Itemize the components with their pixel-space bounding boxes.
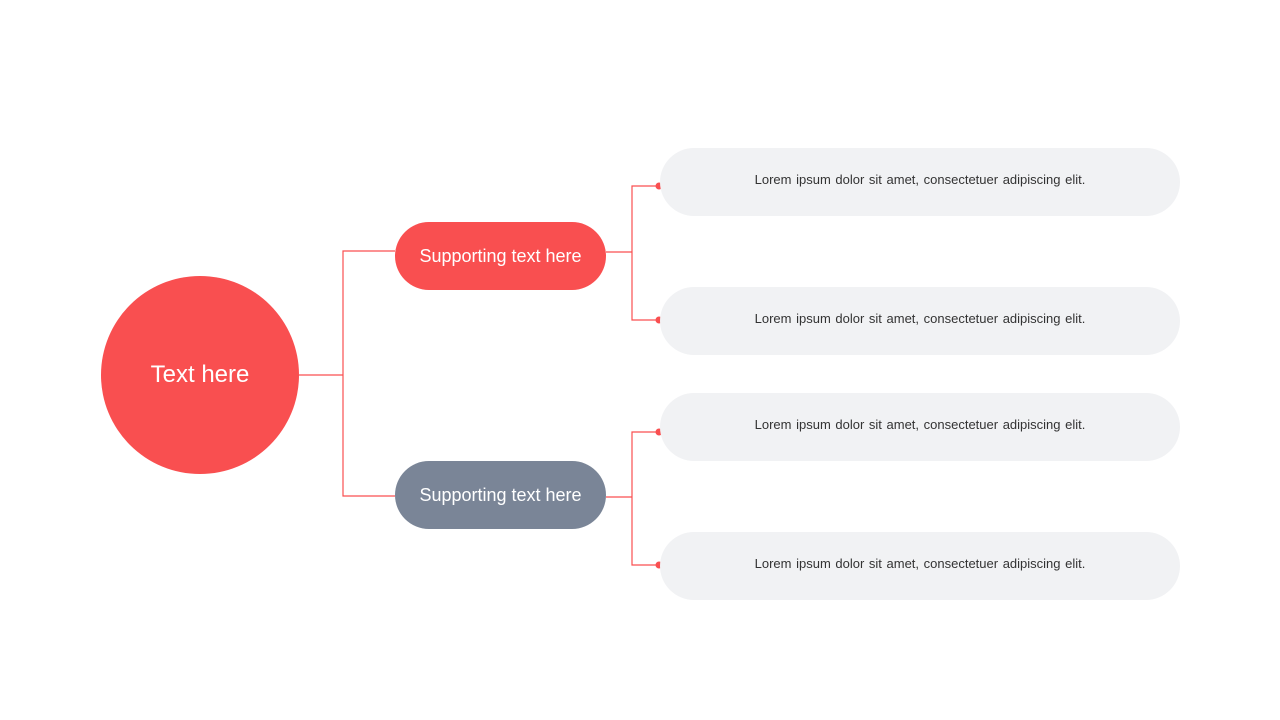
branch-node-label: Supporting text here xyxy=(419,245,582,266)
leaf-node-text: Lorem ipsum dolor sit amet, consectetuer… xyxy=(754,311,1086,326)
root-node: Text here xyxy=(101,276,299,474)
leaf-node-3: Lorem ipsum dolor sit amet, consectetuer… xyxy=(660,393,1180,461)
connector-branch-2-trunk xyxy=(631,431,659,566)
leaf-node-1: Lorem ipsum dolor sit amet, consectetuer… xyxy=(660,148,1180,216)
branch-node-2: Supporting text here xyxy=(395,461,606,529)
branch-node-label: Supporting text here xyxy=(419,484,582,505)
branch-node-1: Supporting text here xyxy=(395,222,606,290)
root-node-label: Text here xyxy=(150,361,250,388)
leaf-node-4: Lorem ipsum dolor sit amet, consectetuer… xyxy=(660,532,1180,600)
connector-trunk xyxy=(342,250,395,497)
leaf-node-text: Lorem ipsum dolor sit amet, consectetuer… xyxy=(754,172,1086,187)
leaf-node-text: Lorem ipsum dolor sit amet, consectetuer… xyxy=(754,417,1086,432)
leaf-node-text: Lorem ipsum dolor sit amet, consectetuer… xyxy=(754,556,1086,571)
connector-branch-1-trunk xyxy=(631,185,659,321)
leaf-node-2: Lorem ipsum dolor sit amet, consectetuer… xyxy=(660,287,1180,355)
